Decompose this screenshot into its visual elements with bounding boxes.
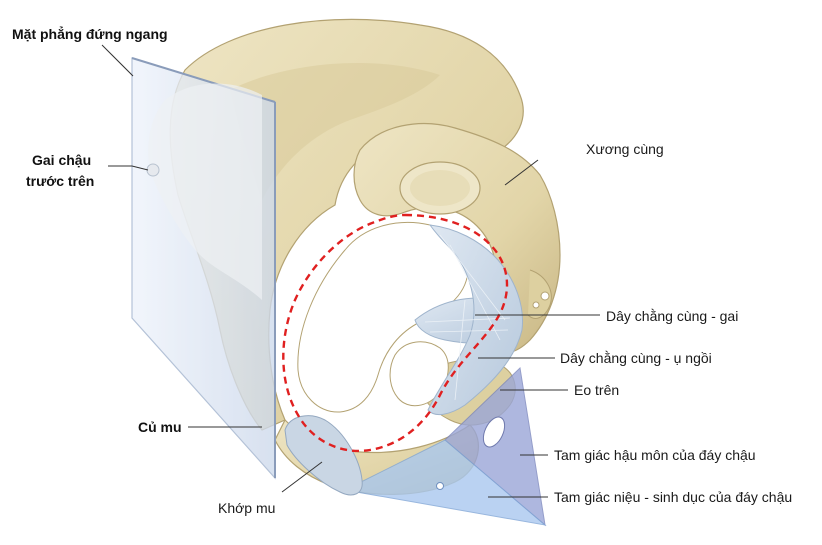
label-sacrospinous-ligament: Dây chằng cùng - gai	[606, 308, 738, 324]
ligaments	[414, 224, 524, 416]
pubic-symphysis-shape	[284, 415, 363, 496]
label-pubic-symphysis: Khớp mu	[218, 500, 275, 516]
label-sacrum: Xương cùng	[586, 141, 664, 157]
anal-opening	[482, 416, 506, 448]
urogenital-triangle-shape	[343, 439, 547, 526]
label-anal-triangle: Tam giác hậu môn của đáy chậu	[554, 447, 756, 463]
label-pubic-tubercle: Củ mu	[138, 419, 182, 435]
label-frontal-plane: Mặt phẳng đứng ngang	[12, 25, 168, 42]
leader-lines	[101, 44, 600, 498]
label-asis-line2: trước trên	[26, 173, 94, 189]
pelvic-inlet-outline	[282, 213, 509, 453]
urethral-opening	[436, 482, 444, 490]
label-urogenital-triangle: Tam giác niệu - sinh dục của đáy chậu	[554, 489, 792, 505]
label-sacrotuberous-ligament: Dây chằng cùng - ụ ngồi	[560, 350, 712, 366]
label-asis-line1: Gai chậu	[32, 152, 91, 168]
frontal-plane	[131, 57, 276, 480]
label-pelvic-inlet: Eo trên	[574, 382, 619, 398]
